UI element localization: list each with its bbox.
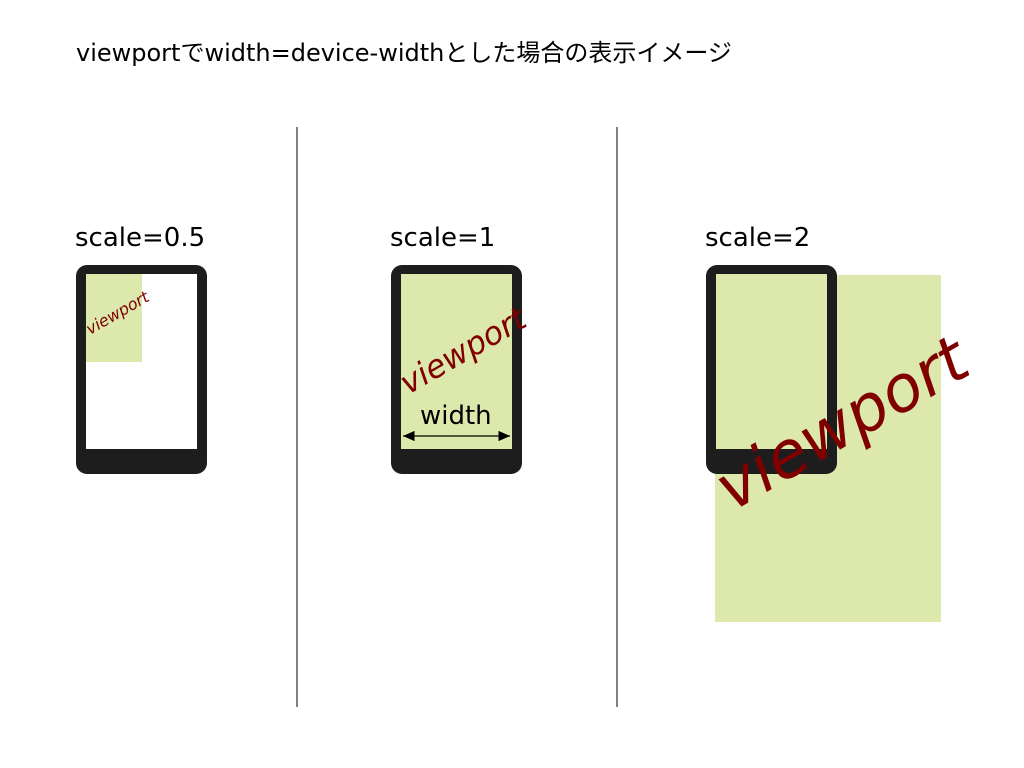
viewport-area <box>401 274 512 449</box>
scale-label: scale=1 <box>390 223 495 253</box>
scale-label: scale=2 <box>705 223 810 253</box>
panel-scale-1: scale=1 viewport width <box>390 223 534 474</box>
width-label: width <box>420 401 492 431</box>
panel-scale-2: scale=2 viewport <box>703 223 984 622</box>
phone <box>706 265 837 474</box>
scale-label: scale=0.5 <box>75 223 205 253</box>
phone <box>391 265 522 474</box>
panel-scale-0-5: scale=0.5 viewport <box>75 223 207 474</box>
diagram-title: viewportでwidth=device-widthとした場合の表示イメージ <box>76 39 732 67</box>
viewport-area <box>86 274 142 362</box>
phone-screen <box>716 274 827 449</box>
